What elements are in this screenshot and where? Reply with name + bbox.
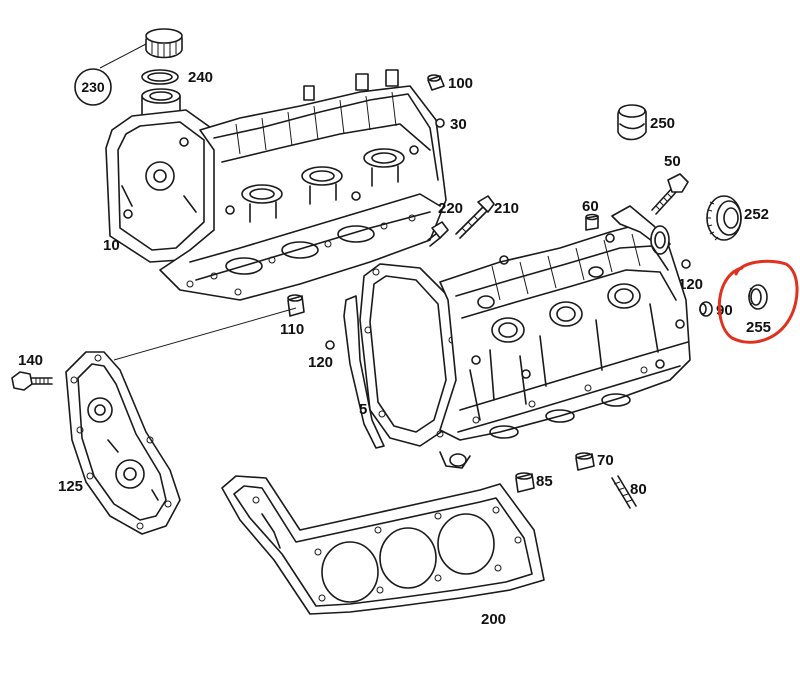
part-200-head-gasket (221, 475, 545, 615)
part-60-sleeve (585, 213, 599, 231)
label-252: 252 (744, 206, 769, 223)
part-210-bolt (455, 195, 495, 239)
label-70: 70 (597, 452, 614, 469)
part-80-stud (611, 475, 637, 509)
label-110: 110 (280, 321, 304, 338)
part-120-plug-left (325, 340, 335, 350)
label-210: 210 (494, 200, 519, 217)
part-10-cylinder-head-left (105, 69, 447, 301)
part-250-cap (617, 104, 647, 141)
label-120b: 120 (308, 354, 333, 371)
part-90-dowel (699, 301, 713, 317)
label-60: 60 (582, 198, 599, 215)
part-110-sleeve (287, 294, 305, 317)
label-220: 220 (438, 200, 463, 217)
label-30: 30 (450, 116, 467, 133)
part-120-plug-right (681, 259, 691, 269)
label-10: 10 (103, 237, 120, 254)
part-100-sleeve (427, 74, 445, 91)
label-120a: 120 (678, 276, 703, 293)
label-50: 50 (664, 153, 681, 170)
label-85: 85 (536, 473, 553, 490)
label-250: 250 (650, 115, 675, 132)
label-230: 230 (81, 79, 105, 95)
highlight-circle-255 (717, 259, 799, 344)
part-220-bolt (427, 221, 449, 247)
part-140-bolt (11, 371, 53, 391)
label-140: 140 (18, 352, 43, 369)
label-200: 200 (481, 611, 506, 628)
label-100: 100 (448, 75, 473, 92)
part-252-gear-seal (706, 195, 742, 241)
part-30-plug (435, 118, 445, 128)
part-50-bolt (651, 173, 689, 215)
leader-line-110 (113, 307, 297, 361)
label-255: 255 (746, 319, 771, 336)
part-255-seal (748, 284, 768, 310)
label-80: 80 (630, 481, 647, 498)
part-125-cover-plate (65, 351, 181, 535)
label-125: 125 (58, 478, 83, 495)
part-230-oil-cap (74, 28, 183, 106)
part-5-cylinder-head-right (343, 205, 691, 469)
part-240-seal-ring (141, 69, 179, 85)
label-5: 5 (359, 401, 367, 418)
label-240: 240 (188, 69, 213, 86)
part-85-sleeve (515, 472, 535, 493)
part-70-sleeve (575, 452, 595, 471)
